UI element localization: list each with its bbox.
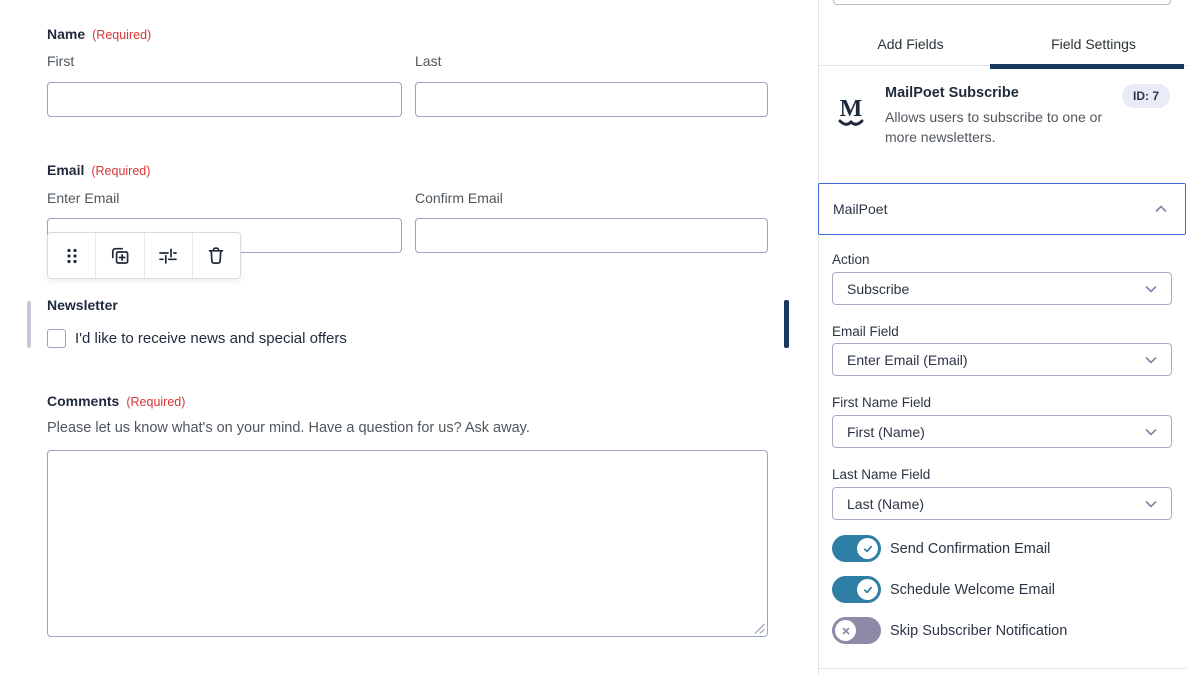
- email-field-select[interactable]: Enter Email (Email): [832, 343, 1172, 376]
- comments-field-label: Comments: [47, 393, 120, 409]
- chevron-down-icon: [1145, 500, 1157, 507]
- first-name-field-select[interactable]: First (Name): [832, 415, 1172, 448]
- toggle-thumb: [857, 579, 878, 600]
- toggle-thumb: [835, 620, 856, 641]
- panel-bottom-border: [819, 668, 1187, 669]
- toggle-thumb: [857, 538, 878, 559]
- send-confirmation-email-toggle[interactable]: [832, 535, 881, 562]
- schedule-welcome-email-toggle[interactable]: [832, 576, 881, 603]
- send-confirmation-email-row: Send Confirmation Email: [832, 535, 1050, 562]
- send-confirmation-email-label: Send Confirmation Email: [890, 540, 1051, 557]
- x-mark-icon: [842, 627, 849, 634]
- mailpoet-accordion-header[interactable]: MailPoet: [818, 183, 1186, 235]
- confirm-email-label: Confirm Email: [415, 190, 503, 206]
- comments-description: Please let us know what's on your mind. …: [47, 420, 530, 436]
- mailpoet-logo-icon: M: [838, 96, 864, 126]
- field-id-badge: ID: 7: [1122, 84, 1171, 108]
- last-name-field-label: Last Name Field: [832, 467, 931, 482]
- tab-field-settings[interactable]: Field Settings: [1051, 36, 1136, 52]
- comments-field-heading: Comments (Required): [47, 393, 185, 411]
- email-required-indicator: (Required): [91, 164, 151, 178]
- newsletter-checkbox-label: I'd like to receive news and special off…: [75, 330, 347, 347]
- drag-handle-button[interactable]: [48, 233, 97, 278]
- checkmark-icon: [863, 586, 872, 593]
- mailpoet-accordion-label: MailPoet: [833, 201, 888, 217]
- field-type-title: MailPoet Subscribe: [885, 85, 1019, 101]
- chevron-down-icon: [1145, 428, 1157, 435]
- active-tab-underline: [990, 64, 1184, 69]
- panel-left-border: [818, 0, 819, 674]
- email-field-label: Email: [47, 162, 85, 178]
- first-name-input[interactable]: [47, 82, 402, 117]
- last-name-field-select-value: Last (Name): [847, 495, 925, 512]
- confirm-email-input[interactable]: [415, 218, 768, 253]
- first-name-label: First: [47, 53, 75, 69]
- selected-field-left-indicator: [27, 301, 31, 348]
- duplicate-icon: [111, 247, 129, 264]
- schedule-welcome-email-row: Schedule Welcome Email: [832, 576, 1055, 603]
- skip-subscriber-notification-label: Skip Subscriber Notification: [890, 622, 1068, 639]
- first-name-field-label: First Name Field: [832, 395, 932, 410]
- email-field-select-value: Enter Email (Email): [847, 351, 968, 368]
- checkmark-icon: [863, 545, 872, 552]
- selected-field-resize-handle[interactable]: [784, 300, 789, 348]
- chevron-down-icon: [1145, 356, 1157, 363]
- email-field-heading: Email (Required): [47, 162, 150, 180]
- name-required-indicator: (Required): [92, 28, 152, 42]
- name-field-heading: Name (Required): [47, 26, 151, 44]
- action-select-value: Subscribe: [847, 280, 910, 297]
- last-name-label: Last: [415, 53, 442, 69]
- comments-required-indicator: (Required): [126, 395, 186, 409]
- trash-icon: [209, 246, 224, 264]
- comments-textarea[interactable]: [47, 450, 768, 637]
- delete-field-button[interactable]: [193, 233, 240, 278]
- last-name-input[interactable]: [415, 82, 768, 117]
- chevron-down-icon: [1145, 285, 1157, 292]
- last-name-field-select[interactable]: Last (Name): [832, 487, 1172, 520]
- field-toolbar: [47, 232, 241, 279]
- name-field-label: Name: [47, 26, 86, 42]
- field-type-description: Allows users to subscribe to one or more…: [885, 109, 1103, 145]
- tab-add-fields[interactable]: Add Fields: [877, 36, 944, 52]
- action-select[interactable]: Subscribe: [832, 272, 1172, 305]
- panel-tabs: Add Fields Field Settings: [819, 24, 1185, 64]
- first-name-field-select-value: First (Name): [847, 423, 925, 440]
- settings-sliders-icon: [159, 248, 177, 264]
- enter-email-label: Enter Email: [47, 190, 120, 206]
- skip-subscriber-notification-toggle[interactable]: [832, 617, 881, 644]
- skip-subscriber-notification-row: Skip Subscriber Notification: [832, 617, 1067, 644]
- newsletter-checkbox[interactable]: [47, 329, 66, 348]
- field-settings-button[interactable]: [145, 233, 193, 278]
- schedule-welcome-email-label: Schedule Welcome Email: [890, 581, 1055, 598]
- svg-text:M: M: [840, 96, 863, 122]
- newsletter-field-label: Newsletter: [47, 297, 118, 313]
- email-field-label: Email Field: [832, 324, 899, 339]
- drag-handle-icon: [67, 248, 77, 263]
- duplicate-field-button[interactable]: [96, 233, 145, 278]
- field-search-input[interactable]: [833, 0, 1171, 5]
- chevron-up-icon: [1155, 205, 1167, 212]
- action-label: Action: [832, 252, 870, 267]
